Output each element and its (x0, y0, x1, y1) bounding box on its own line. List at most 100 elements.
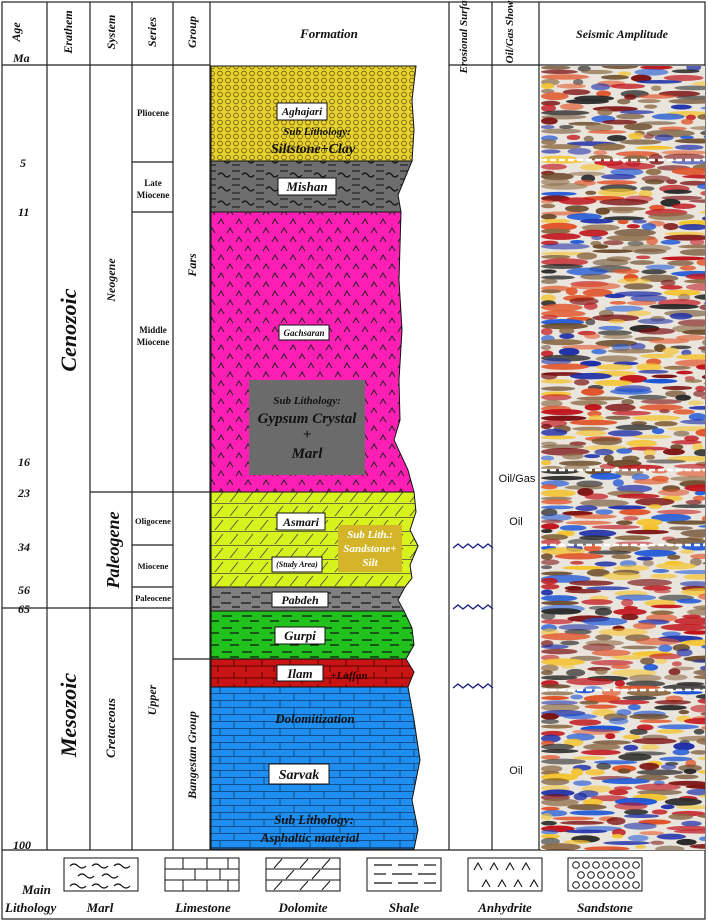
header-erosional-surface: Erosional Surface (458, 0, 470, 74)
seismic-reflector (677, 319, 705, 327)
seismic-reflector (576, 252, 598, 260)
seismic-reflector (541, 758, 586, 765)
seismic-reflector (597, 188, 638, 197)
seismic-reflector (639, 404, 684, 411)
seismic-reflector (626, 439, 658, 448)
seismic-reflector (650, 850, 688, 857)
seismic-reflector (690, 704, 705, 713)
seismic-reflector (642, 585, 672, 591)
seismic-reflector (544, 848, 576, 850)
seismic-reflector (565, 588, 602, 594)
seismic-reflector (638, 369, 669, 374)
seismic-reflector (700, 106, 705, 110)
seismic-reflector (674, 774, 699, 780)
group-bangestan: Bangestan Group (185, 711, 199, 800)
legend-sandstone-grain (592, 861, 600, 869)
legend-label-dolomite: Dolomite (277, 900, 327, 915)
legend-sandstone-grain (602, 861, 610, 869)
seismic-reflector (676, 648, 693, 657)
seismic-reflector (541, 394, 572, 401)
seismic-reflector (659, 409, 670, 414)
seismic-reflector (656, 833, 686, 840)
seismic-reflector (576, 396, 625, 401)
seismic-reflector (671, 661, 682, 667)
seismic-reflector (683, 574, 705, 580)
asmari-sub-box (338, 525, 402, 572)
seismic-reflector (639, 719, 673, 724)
aghajari-sub-value: Siltstone+Clay (271, 142, 356, 157)
seismic-reflector (654, 134, 674, 141)
seismic-reflector (541, 423, 552, 430)
seismic-reflector (584, 846, 630, 850)
seismic-reflector (583, 544, 602, 552)
seismic-reflector (607, 348, 657, 354)
seismic-reflector (541, 664, 559, 672)
seismic-reflector (654, 705, 687, 711)
seismic-reflector (692, 81, 705, 86)
seismic-reflector (703, 135, 705, 139)
seismic-reflector (541, 778, 570, 786)
seismic-reflector (541, 199, 554, 204)
seismic-reflector (660, 285, 683, 290)
seismic-reflector (622, 734, 641, 740)
seismic-reflector (641, 269, 667, 275)
seismic-reflector (674, 138, 705, 144)
seismic-reflector (668, 98, 705, 105)
seismic-reflector (679, 248, 705, 256)
seismic-reflector (619, 110, 655, 115)
series-middle-miocene-line1: Middle (139, 325, 167, 335)
seismic-reflector (627, 578, 673, 587)
seismic-reflector (660, 804, 675, 810)
seismic-reflector (668, 668, 681, 676)
seismic-reflector (637, 789, 683, 796)
series-middle-miocene: Middle Miocene (137, 325, 169, 347)
seismic-reflector (608, 717, 629, 725)
seismic-reflector (643, 663, 659, 671)
seismic-reflector (541, 505, 574, 510)
gachsaran-sub-value-1: Gypsum Crystal (258, 411, 358, 427)
seismic-reflector (662, 347, 680, 355)
seismic-reflector (594, 379, 633, 386)
legend-sandstone-grain (572, 881, 580, 889)
seismic-reflector (676, 370, 693, 375)
seismic-reflector (627, 851, 649, 857)
seismic-reflector (558, 197, 597, 205)
seismic-reflector (679, 180, 705, 186)
sarvak-sub-value: Asphaltic material (260, 830, 360, 845)
seismic-reflector (655, 845, 685, 850)
seismic-reflector (658, 644, 673, 653)
seismic-reflector (674, 144, 704, 150)
seismic-reflector (642, 378, 678, 384)
seismic-reflector (701, 515, 705, 522)
seismic-reflector (694, 491, 705, 496)
seismic-reflector (633, 248, 667, 255)
seismic-reflector (634, 549, 677, 557)
seismic-reflector (541, 619, 574, 625)
seismic-reflector (614, 535, 651, 541)
seismic-reflector (641, 744, 660, 751)
seismic-reflector (651, 113, 685, 120)
dolomitization-label: Dolomitization (274, 711, 354, 726)
seismic-reflector (684, 484, 705, 492)
seismic-reflector (663, 223, 679, 231)
seismic-reflector (565, 98, 610, 105)
header-group: Group (185, 16, 199, 48)
seismic-reflector (570, 282, 621, 290)
seismic-reflector (671, 440, 702, 445)
legend-sandstone-grain (607, 871, 615, 879)
seismic-reflector (564, 829, 608, 834)
seismic-reflector (685, 283, 705, 291)
seismic-reflector (673, 742, 695, 751)
seismic-reflector (541, 648, 578, 655)
seismic-reflector (665, 537, 705, 545)
seismic-reflector (679, 265, 696, 271)
seismic-reflector (621, 613, 639, 621)
seismic-reflector (635, 145, 674, 150)
legend-sandstone-grain (622, 881, 630, 889)
seismic-reflector (585, 123, 614, 132)
seismic-reflector (541, 258, 589, 267)
seismic-reflector (587, 130, 627, 134)
seismic-reflector (638, 327, 675, 335)
seismic-reflector (569, 560, 584, 565)
seismic-reflector (662, 448, 685, 456)
